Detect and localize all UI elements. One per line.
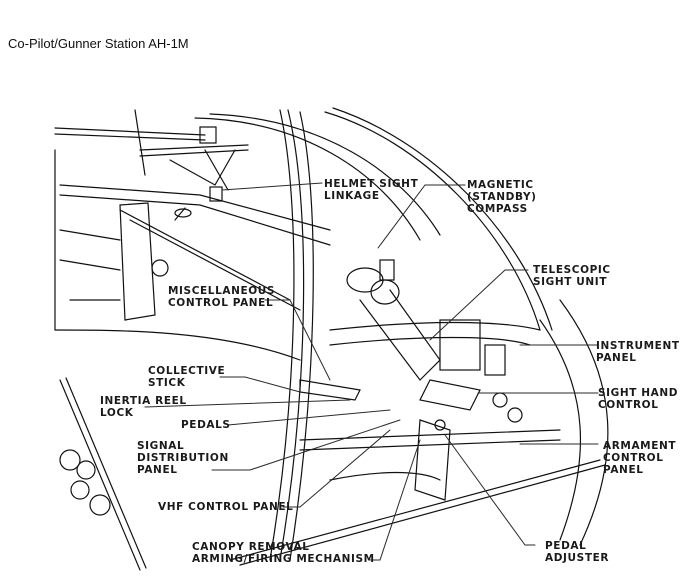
callout-line: (STANDBY) — [467, 191, 537, 203]
telescopic-sight-art — [346, 259, 481, 411]
callout-line: CONTROL — [598, 399, 659, 411]
miscellaneous-panel-art — [54, 149, 192, 331]
callout-line: PEDAL — [545, 540, 587, 552]
callout-line: MAGNETIC — [467, 179, 534, 191]
callout-sight-hand-control: SIGHT HAND CONTROL — [598, 387, 678, 411]
callout-line: COMPASS — [467, 203, 528, 215]
side-gauges-art — [59, 377, 147, 571]
instrument-panel-art — [229, 321, 606, 566]
callout-line: INERTIA REEL — [100, 395, 187, 407]
callout-pedals: PEDALS — [181, 419, 231, 431]
callout-signal-distribution-panel: SIGNAL DISTRIBUTION PANEL — [137, 440, 229, 476]
callout-helmet-sight-linkage: HELMET SIGHT LINKAGE — [324, 178, 418, 202]
callout-line: SIGHT UNIT — [533, 276, 608, 288]
callout-line: LOCK — [100, 407, 134, 419]
callout-line: CANOPY REMOVAL — [192, 541, 310, 553]
callout-armament-control-panel: ARMAMENT CONTROL PANEL — [603, 440, 676, 476]
callout-pedal-adjuster: PEDAL ADJUSTER — [545, 540, 609, 564]
callout-line: ARMING/FIRING MECHANISM — [192, 553, 375, 565]
canopy-frame — [54, 107, 609, 561]
callout-inertia-reel-lock: INERTIA REEL LOCK — [100, 395, 187, 419]
callout-line: INSTRUMENT — [596, 340, 680, 352]
callout-line: CONTROL PANEL — [168, 297, 274, 309]
callout-line: ADJUSTER — [545, 552, 610, 564]
helmet-sight-linkage-art — [54, 109, 331, 311]
callout-line: TELESCOPIC — [533, 264, 611, 276]
callout-line: HELMET SIGHT — [324, 178, 419, 190]
callout-line: STICK — [148, 377, 186, 389]
callout-line: PANEL — [596, 352, 637, 364]
callout-line: LINKAGE — [324, 190, 380, 202]
callout-line: COLLECTIVE — [148, 365, 226, 377]
callout-canopy-removal: CANOPY REMOVAL ARMING/FIRING MECHANISM — [192, 541, 375, 565]
callout-line: VHF CONTROL PANEL — [158, 501, 294, 513]
callout-line: PEDALS — [181, 419, 231, 431]
callout-collective-stick: COLLECTIVE STICK — [148, 365, 225, 389]
callout-line: SIGNAL — [137, 440, 185, 452]
callout-line: PANEL — [137, 464, 178, 476]
page-title: Co-Pilot/Gunner Station AH-1M — [8, 36, 189, 51]
callout-line: PANEL — [603, 464, 644, 476]
callout-telescopic-sight-unit: TELESCOPIC SIGHT UNIT — [533, 264, 611, 288]
callout-line: ARMAMENT — [603, 440, 677, 452]
callout-line: SIGHT HAND — [598, 387, 679, 399]
pedals-art — [299, 379, 451, 501]
callout-instrument-panel: INSTRUMENT PANEL — [596, 340, 680, 364]
callout-magnetic-compass: MAGNETIC (STANDBY) COMPASS — [467, 179, 537, 215]
callout-line: CONTROL — [603, 452, 664, 464]
callout-vhf-control-panel: VHF CONTROL PANEL — [158, 501, 293, 513]
callout-line: MISCELLANEOUS — [168, 285, 276, 297]
callout-line: DISTRIBUTION — [137, 452, 229, 464]
leader-lines — [144, 182, 599, 561]
callout-miscellaneous-control-panel: MISCELLANEOUS CONTROL PANEL — [168, 285, 275, 309]
